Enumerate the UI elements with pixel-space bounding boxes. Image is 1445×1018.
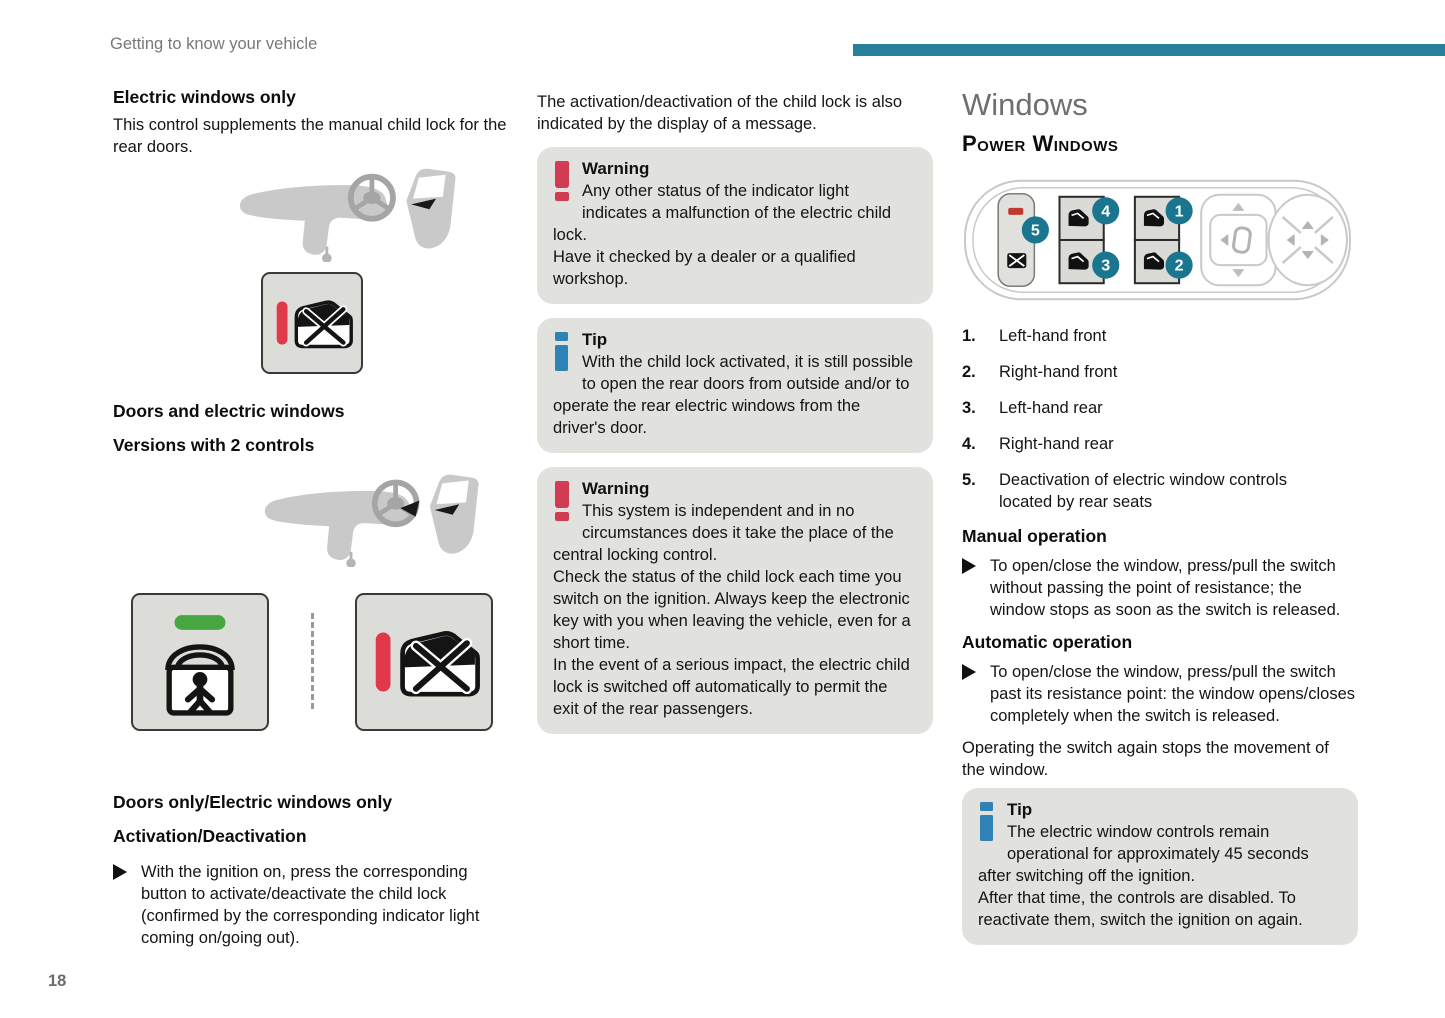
red-indicator <box>375 632 391 692</box>
car-dashboard-door-illustration <box>231 166 461 262</box>
car-dashboard-door-illustration-2 <box>241 472 499 567</box>
warning-title: Warning <box>582 159 650 178</box>
callout-3: 3 <box>1092 251 1120 279</box>
tip-title: Tip <box>582 330 608 349</box>
door-shadow-wedge <box>400 500 420 517</box>
callout-5: 5 <box>1021 216 1049 244</box>
warning-title: Warning <box>582 479 650 498</box>
legend-number: 3. <box>962 399 976 417</box>
legend-item: 5. Deactivation of electric window contr… <box>962 469 1358 513</box>
legend-number: 2. <box>962 363 976 381</box>
legend-item: 1. Left-hand front <box>962 325 1358 347</box>
left-column: Electric windows only This control suppl… <box>113 86 543 949</box>
child-lock-icon <box>165 644 235 716</box>
arrow-bullet-icon <box>962 558 976 574</box>
header-accent-bar <box>853 44 1445 56</box>
tip-info-icon <box>980 802 995 844</box>
tip-info-icon <box>555 332 570 374</box>
heading-activation-deactivation: Activation/Deactivation <box>113 826 307 846</box>
legend-number: 5. <box>962 471 976 489</box>
child-lock-doors-button-icon <box>131 593 269 731</box>
mirror-selector-control <box>1200 193 1277 287</box>
subsection-power-windows: Power Windows <box>962 131 1119 156</box>
arrow-bullet-icon <box>962 664 976 680</box>
manual-operation-instruction: To open/close the window, press/pull the… <box>962 555 1358 621</box>
legend-item: 4. Right-hand rear <box>962 433 1358 455</box>
warning-text: In the event of a serious impact, the el… <box>553 656 910 718</box>
green-indicator <box>174 615 226 630</box>
paragraph-child-lock-supplement: This control supplements the manual chil… <box>113 116 507 156</box>
heading-doors-only: Doors only/Electric windows only <box>113 792 393 812</box>
middle-column: The activation/deactivation of the child… <box>537 86 933 734</box>
warning-exclamation-icon <box>555 161 570 203</box>
manual-operation-text: To open/close the window, press/pull the… <box>990 557 1341 619</box>
svg-text:5: 5 <box>1031 221 1040 239</box>
legend-label: Right-hand front <box>999 363 1118 381</box>
tip-text: After that time, the controls are disabl… <box>978 889 1303 929</box>
red-indicator <box>276 301 288 345</box>
svg-text:3: 3 <box>1101 257 1110 275</box>
window-crossed-icon <box>296 302 351 346</box>
warning-text: Have it checked by a dealer or a qualifi… <box>553 248 856 288</box>
mirror-four-way-pad <box>1267 193 1348 287</box>
warning-exclamation-icon <box>555 481 570 523</box>
page-number: 18 <box>48 972 67 990</box>
tip-box-1: Tip With the child lock activated, it is… <box>537 318 933 453</box>
callout-2: 2 <box>1165 251 1193 279</box>
legend-label: Right-hand rear <box>999 435 1114 453</box>
paragraph-message-display: The activation/deactivation of the child… <box>537 93 903 133</box>
heading-manual-operation: Manual operation <box>962 526 1107 546</box>
activation-instruction: With the ignition on, press the correspo… <box>113 861 543 949</box>
window-crossed-icon <box>403 633 478 694</box>
tip-title: Tip <box>1007 800 1033 819</box>
dashed-divider <box>311 613 314 709</box>
legend-label: Deactivation of electric window controls… <box>999 471 1287 511</box>
page-header-title: Getting to know your vehicle <box>110 35 318 53</box>
power-window-panel-illustration: 5 4 3 1 2 <box>964 179 1351 301</box>
legend-label: Left-hand front <box>999 327 1107 345</box>
warning-box-1: Warning Any other status of the indicato… <box>537 147 933 304</box>
legend-number: 1. <box>962 327 976 345</box>
legend-number: 4. <box>962 435 976 453</box>
paragraph-switch-stops-movement: Operating the switch again stops the mov… <box>962 739 1329 779</box>
warning-box-2: Warning This system is independent and i… <box>537 467 933 734</box>
arrow-bullet-icon <box>113 864 127 880</box>
automatic-operation-text: To open/close the window, press/pull the… <box>990 663 1356 725</box>
two-controls-row <box>113 593 543 731</box>
tip-box-2: Tip The electric window controls remain … <box>962 788 1358 945</box>
heading-doors-and-electric-windows: Doors and electric windows <box>113 401 345 421</box>
rear-deactivation-switch-icon <box>997 193 1036 287</box>
callout-1: 1 <box>1165 197 1193 225</box>
warning-text: Any other status of the indicator light … <box>553 182 892 244</box>
heading-versions-2-controls: Versions with 2 controls <box>113 435 315 455</box>
tip-text: With the child lock activated, it is sti… <box>553 353 914 437</box>
electric-child-lock-button-icon <box>261 272 363 374</box>
svg-text:2: 2 <box>1175 257 1184 275</box>
panel-legend: 1. Left-hand front 2. Right-hand front 3… <box>962 325 1358 513</box>
electric-windows-lock-button-icon <box>355 593 493 731</box>
legend-item: 2. Right-hand front <box>962 361 1358 383</box>
tip-text: The electric window controls remain oper… <box>978 823 1309 885</box>
svg-text:1: 1 <box>1175 202 1184 220</box>
heading-electric-windows-only: Electric windows only <box>113 87 296 107</box>
right-column: Windows Power Windows <box>962 86 1358 945</box>
automatic-operation-instruction: To open/close the window, press/pull the… <box>962 661 1358 727</box>
section-title-windows: Windows <box>962 87 1088 122</box>
legend-label: Left-hand rear <box>999 399 1103 417</box>
heading-automatic-operation: Automatic operation <box>962 632 1133 652</box>
warning-text: Check the status of the child lock each … <box>553 568 911 652</box>
activation-instruction-text: With the ignition on, press the correspo… <box>141 863 480 947</box>
legend-item: 3. Left-hand rear <box>962 397 1358 419</box>
warning-text: This system is independent and in no cir… <box>553 502 894 564</box>
svg-text:4: 4 <box>1101 202 1110 220</box>
callout-4: 4 <box>1092 197 1120 225</box>
